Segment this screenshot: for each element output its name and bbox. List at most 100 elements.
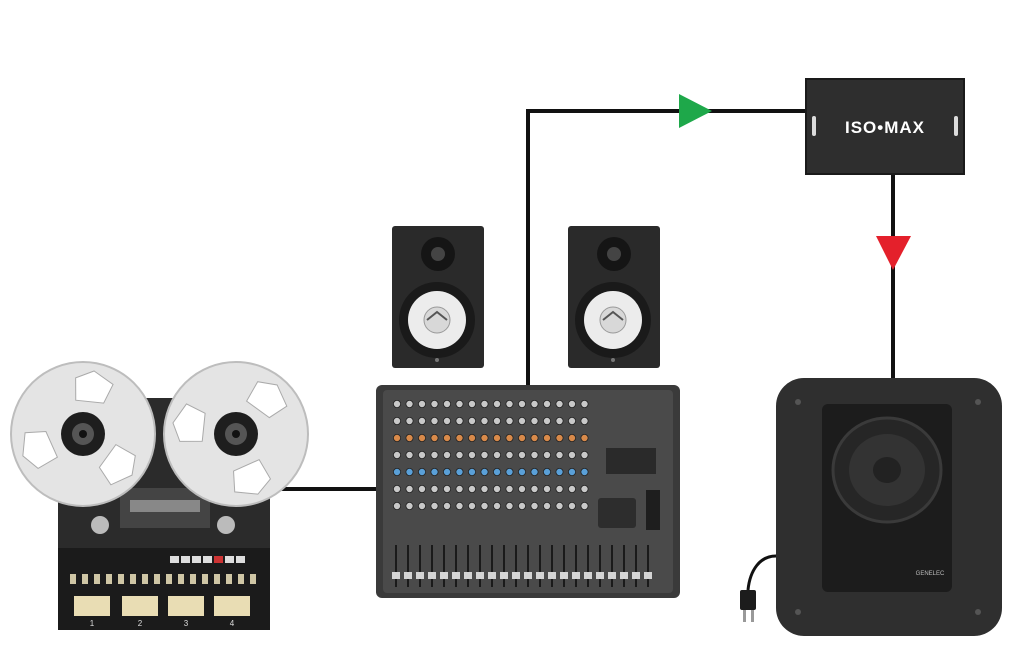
mixer-knob [518,399,527,408]
mixer-knob [518,501,527,510]
fader-cap [632,572,640,579]
mixer-knob [492,416,501,425]
mixer-knob [442,399,451,408]
switch-toggle [190,574,196,584]
transport-button [214,556,223,563]
fader-cap [500,572,508,579]
fader-track [395,545,397,587]
mixer-knob [580,450,589,459]
mixer-knob [580,484,589,493]
fader-track [479,545,481,587]
mixer-knob [568,501,577,510]
subwoofer: GENELEC [776,378,1002,636]
mixer-knob [455,501,464,510]
mixer-knob [505,484,514,493]
mixer-knob [518,450,527,459]
fader-track [455,545,457,587]
mixer-knob [530,501,539,510]
mixer-knob [580,433,589,442]
mixer-channel-strips [392,399,589,510]
mixer-knob [417,450,426,459]
transport-button [236,556,245,563]
fader-track [647,545,649,587]
tape-reel-left [10,361,156,507]
mixer-knob [492,433,501,442]
cable-mixer-to-isomax [526,109,806,386]
fader-cap [392,572,400,579]
fader-cap [596,572,604,579]
mixer-knob [492,399,501,408]
fader-cap [572,572,580,579]
fader-cap [644,572,652,579]
mixer-knob [505,433,514,442]
mixer-knob [405,433,414,442]
mixer-knob [467,450,476,459]
mixer-knob [455,416,464,425]
fader-cap [476,572,484,579]
switch-toggle [226,574,232,584]
mixer-knob [417,467,426,476]
down-arrow-icon [876,236,911,270]
fader-cap [560,572,568,579]
transport-button [225,556,234,563]
fader-cap [416,572,424,579]
mixer-knob [555,484,564,493]
mixer-faders [392,545,652,587]
fader-track [467,545,469,587]
mixer-knob [430,416,439,425]
fader-cap [512,572,520,579]
mixer-knob [480,399,489,408]
fader-cap [464,572,472,579]
mixer-knob [467,416,476,425]
mixer-knob [580,416,589,425]
fader-cap [428,572,436,579]
fader-track [527,545,529,587]
mixer-knob [530,433,539,442]
mixer-knob [568,450,577,459]
mixer-knob [492,450,501,459]
fader-track [563,545,565,587]
mixer-knob [492,467,501,476]
mixer-knob [392,416,401,425]
mixer-knob [530,416,539,425]
fader-track [503,545,505,587]
mixer-knob [568,433,577,442]
switch-toggle [154,574,160,584]
mixer-knob [580,399,589,408]
mixer-knob [480,433,489,442]
fader-cap [440,572,448,579]
mixer-knob [555,450,564,459]
mixer-knob [568,467,577,476]
fader-track [431,545,433,587]
mixer-knob [543,484,552,493]
fader-cap [584,572,592,579]
mixer-knob [392,450,401,459]
switch-toggle [130,574,136,584]
fader-track [587,545,589,587]
mixer-knob [392,399,401,408]
mixer-knob [405,484,414,493]
switch-toggle [214,574,220,584]
mixer-knob [580,501,589,510]
mixer-knob [543,501,552,510]
mixer-knob [442,416,451,425]
mixer-knob [568,399,577,408]
mixer-knob [480,450,489,459]
mixer-knob [430,467,439,476]
mixer-knob [543,450,552,459]
mixer-knob [555,416,564,425]
mixer-knob [392,467,401,476]
fader-track [407,545,409,587]
mixer-knob [530,484,539,493]
track-label-2: 2 [138,619,143,628]
mixer-knob [555,433,564,442]
mixer-knob [543,416,552,425]
mixer-knob [530,467,539,476]
mixer-knob [430,399,439,408]
fader-track [419,545,421,587]
mixer-knob [505,399,514,408]
mixer-knob [430,450,439,459]
forward-arrow-icon [679,94,712,128]
switch-toggle [166,574,172,584]
